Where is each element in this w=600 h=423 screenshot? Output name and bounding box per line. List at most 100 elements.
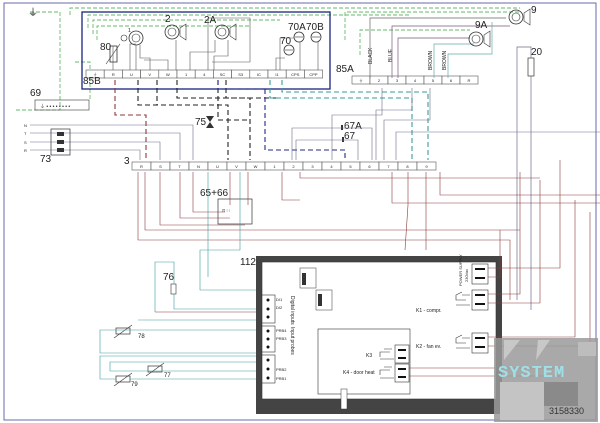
svg-text:S: S	[159, 164, 162, 169]
svg-text:79: 79	[131, 382, 138, 388]
probe-78: 78	[113, 324, 145, 340]
svg-text:73: 73	[40, 154, 52, 165]
svg-text:⏚ • • • • • • • •: ⏚ • • • • • • • •	[40, 103, 70, 110]
svg-text:Input probes: Input probes	[289, 327, 295, 355]
svg-text:U: U	[130, 72, 133, 77]
svg-text:2: 2	[292, 164, 295, 169]
svg-text:PRB1: PRB1	[276, 376, 287, 381]
probe-77: 77	[145, 362, 171, 379]
box-85b	[81, 11, 331, 90]
wires-85a	[369, 17, 510, 78]
terminal-3-8: 2	[283, 161, 304, 171]
svg-text:8: 8	[406, 164, 409, 169]
svg-text:5: 5	[349, 164, 352, 169]
relay-k4: K4 - door heat	[343, 363, 410, 383]
svg-text:7: 7	[387, 164, 390, 169]
terminal-3-3: N	[188, 161, 209, 171]
terminal-3-4: U	[207, 161, 228, 171]
svg-text:65+66: 65+66	[200, 188, 229, 199]
svg-text:3: 3	[396, 78, 399, 83]
relay-k3: K3	[366, 344, 410, 364]
svg-text:2: 2	[165, 14, 171, 25]
supply-lines: N T S R	[24, 123, 194, 160]
contactor-65-66: 65+66 ⊡ ⫶ ⫶	[200, 188, 253, 225]
svg-text:67: 67	[344, 131, 356, 142]
terminal-85b-9: IC	[249, 69, 269, 79]
terminal-85b-1: R	[103, 69, 123, 79]
terminal-3-12: 6	[359, 161, 380, 171]
wire-color-labels: BLACK BLUE BROWN BROWN	[368, 47, 448, 70]
svg-text:Digital inputs: Digital inputs	[289, 296, 295, 325]
terminal-85b-12: CPP	[304, 69, 323, 79]
svg-text:U: U	[216, 164, 219, 169]
svg-text:4: 4	[330, 164, 333, 169]
svg-text:T: T	[24, 131, 27, 136]
svg-text:R: R	[468, 78, 471, 83]
svg-text:N: N	[197, 164, 200, 169]
svg-text:1: 1	[273, 164, 276, 169]
svg-text:POWER SUPPLY: POWER SUPPLY	[458, 254, 463, 286]
sensor-70a: 70A	[288, 22, 306, 43]
svg-text:20: 20	[531, 47, 543, 58]
sensor-70b: 70B	[306, 22, 324, 43]
terminal-85a-1: 2	[369, 75, 389, 85]
svg-text:DI1: DI1	[276, 297, 283, 302]
svg-text:5: 5	[432, 78, 435, 83]
svg-text:BLUE: BLUE	[388, 48, 394, 62]
terminal-3-5: V	[226, 161, 247, 171]
terminal-85b-6: 4	[194, 69, 214, 79]
terminal-85b-3: V	[140, 69, 160, 79]
svg-text:S: S	[24, 140, 27, 145]
svg-text:3158330: 3158330	[549, 406, 584, 416]
svg-text:R: R	[140, 164, 143, 169]
ground-icon: ⏚	[28, 7, 38, 19]
svg-text:BLACK: BLACK	[368, 47, 374, 64]
terminal-85a-2: 3	[387, 75, 407, 85]
input-probes-block-b: PRB2 PRB1	[261, 354, 287, 384]
svg-text:K1 - compr.: K1 - compr.	[416, 308, 442, 314]
svg-text:9: 9	[425, 164, 428, 169]
component-75: 75	[195, 116, 214, 128]
sensor-70: 70	[280, 36, 295, 56]
svg-text:BROWN: BROWN	[442, 50, 448, 70]
terminal-85a-4: 5	[423, 75, 443, 85]
terminal-85b-7: SC	[213, 69, 232, 79]
terminal-3-13: 7	[378, 161, 399, 171]
svg-text:SYSTEM: SYSTEM	[498, 364, 565, 383]
svg-text:DI2: DI2	[276, 305, 283, 310]
svg-text:9A: 9A	[475, 20, 488, 31]
terminal-85b-4: W	[158, 69, 178, 79]
teal-wires	[199, 172, 260, 291]
svg-text:CPS: CPS	[291, 72, 300, 77]
terminal-3-2: T	[169, 161, 190, 171]
svg-text:2: 2	[378, 78, 381, 83]
svg-text:IC: IC	[257, 72, 261, 77]
system-watermark: SYSTEM 3158330	[494, 338, 598, 422]
svg-text:V: V	[235, 164, 238, 169]
terminal-85a-6: R	[459, 75, 479, 85]
fan-motor-9a: 9A	[468, 20, 491, 48]
heater-20: 20	[516, 46, 543, 310]
label-3: 3	[124, 156, 130, 167]
terminal-3-1: S	[150, 161, 171, 171]
controller-112: 112 DI1 DI2 Digital inputs PRB4 PRB3 Inp…	[240, 254, 502, 414]
svg-text:K4 - door heat: K4 - door heat	[343, 370, 375, 376]
terminal-85b-10: I1	[267, 69, 287, 79]
svg-text:78: 78	[138, 334, 145, 340]
svg-text:3: 3	[311, 164, 314, 169]
svg-text:80: 80	[100, 42, 112, 53]
svg-text:CPP: CPP	[309, 72, 318, 77]
svg-text:69: 69	[30, 88, 42, 99]
power-supply-terminal: POWER SUPPLY 230Vac	[458, 254, 489, 286]
svg-text:I1: I1	[275, 72, 279, 77]
digital-inputs-block: DI1 DI2 Digital inputs	[261, 294, 295, 325]
terminal-3-11: 5	[340, 161, 361, 171]
terminal-85b-11: CPS	[285, 69, 305, 79]
svg-text:6: 6	[450, 78, 453, 83]
svg-text:70A: 70A	[288, 22, 306, 33]
terminal-3-10: 4	[321, 161, 342, 171]
terminal-85b-5: 1	[176, 69, 196, 79]
svg-text:N: N	[24, 123, 27, 128]
